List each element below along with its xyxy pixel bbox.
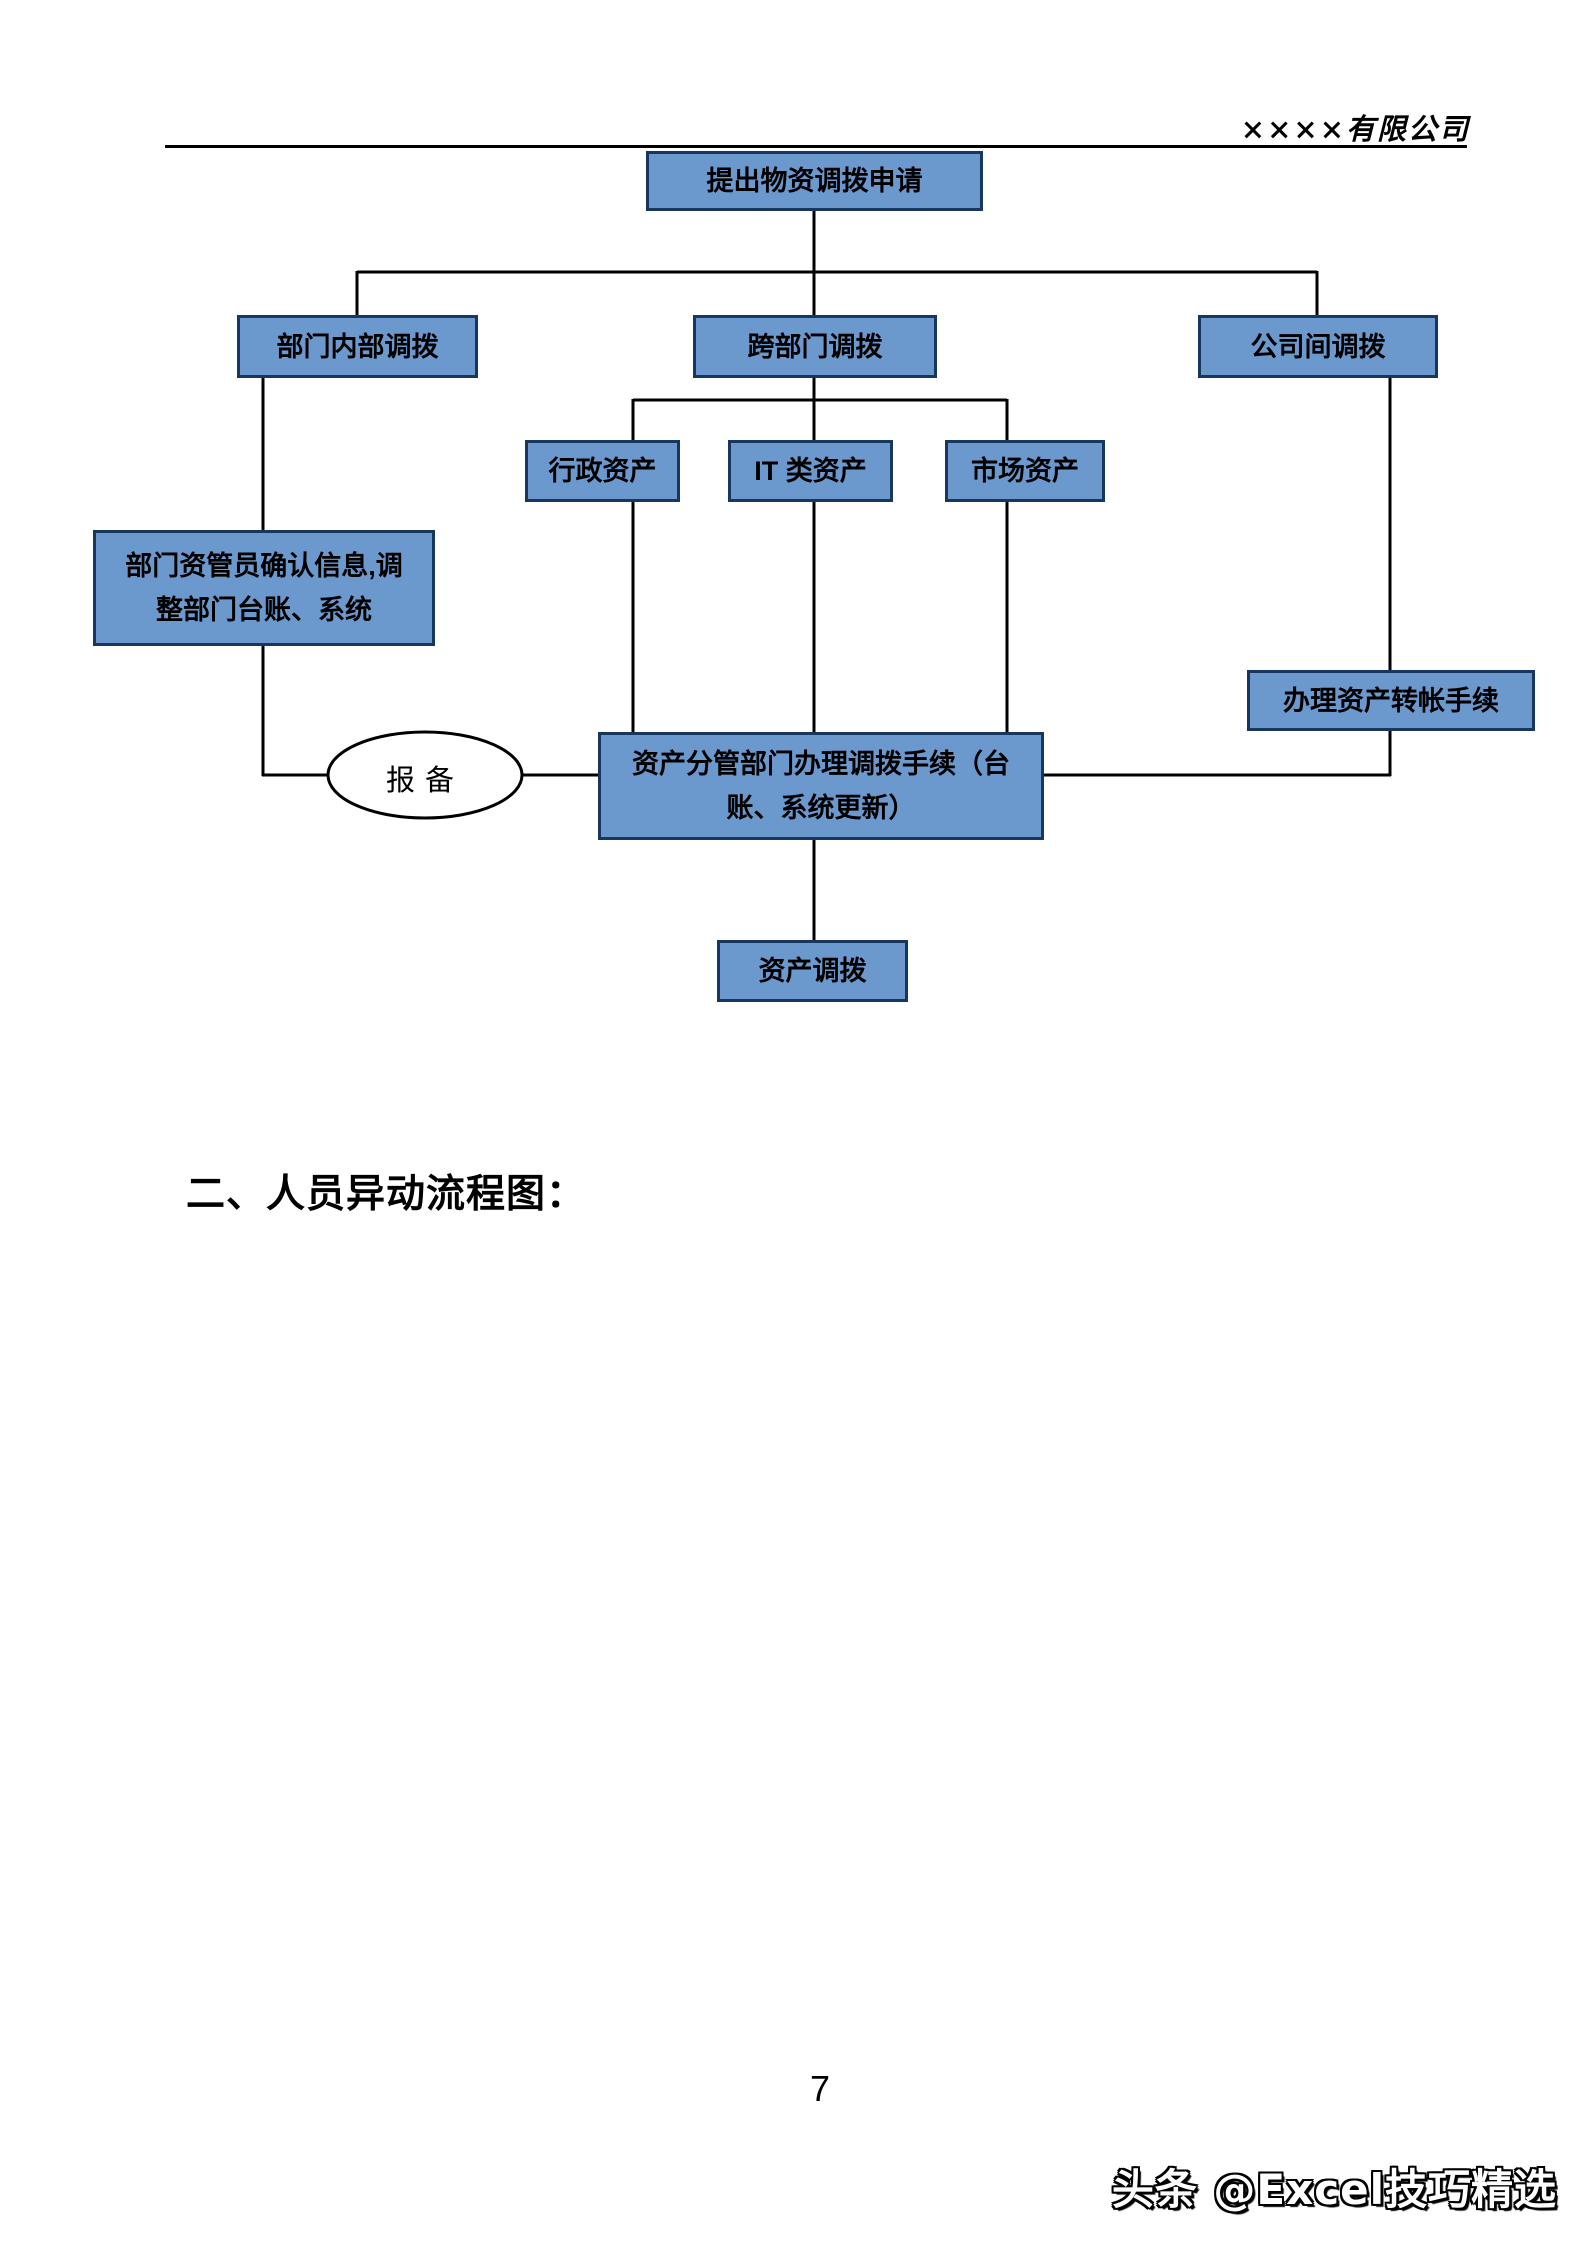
section-heading: 二、人员异动流程图： [186, 1171, 587, 1217]
flow-node-it-asset-label: IT 类资产 [754, 456, 867, 486]
header-rule [165, 145, 1467, 148]
flow-node-internal-transfer-label: 部门内部调拨 [276, 331, 439, 362]
flow-node-transfer-handle: 资产分管部门办理调拨手续（台 账、系统更新） [598, 732, 1044, 840]
flow-node-account-transfer-label: 办理资产转帐手续 [1283, 685, 1499, 716]
flow-node-account-transfer: 办理资产转帐手续 [1247, 670, 1535, 731]
flow-node-admin-asset-label: 行政资产 [548, 456, 657, 486]
flow-node-start: 提出物资调拨申请 [646, 151, 983, 211]
flow-node-dept-manager-confirm-line1: 部门资管员确认信息,调 [125, 551, 403, 581]
flow-node-report: 报备 [385, 763, 464, 797]
page-number: 7 [809, 2068, 831, 2109]
flow-node-it-asset: IT 类资产 [728, 440, 893, 502]
flow-node-admin-asset: 行政资产 [525, 440, 680, 502]
watermark: 头条 @Excel技巧精选 [1111, 2165, 1557, 2214]
flow-node-dept-manager-confirm-line2: 整部门台账、系统 [156, 595, 372, 625]
flow-node-market-asset: 市场资产 [945, 440, 1105, 502]
flow-node-cross-dept-transfer: 跨部门调拨 [693, 315, 937, 378]
flow-node-transfer-handle-line2: 账、系统更新） [726, 793, 916, 823]
flow-node-cross-dept-transfer-label: 跨部门调拨 [747, 331, 883, 362]
flow-node-inter-company-transfer: 公司间调拨 [1198, 315, 1438, 378]
flow-node-start-label: 提出物资调拨申请 [706, 166, 923, 196]
flow-node-transfer-handle-line1: 资产分管部门办理调拨手续（台 [632, 749, 1010, 779]
company-header: ××××有限公司 [1240, 112, 1470, 146]
flow-node-asset-transfer-label: 资产调拨 [758, 956, 867, 986]
flow-node-market-asset-label: 市场资产 [971, 456, 1079, 486]
flow-node-asset-transfer: 资产调拨 [717, 940, 908, 1002]
flow-node-dept-manager-confirm: 部门资管员确认信息,调 整部门台账、系统 [93, 530, 435, 646]
flow-node-internal-transfer: 部门内部调拨 [237, 315, 478, 378]
report-ellipse-shape [326, 730, 524, 820]
flow-node-inter-company-transfer-label: 公司间调拨 [1250, 331, 1386, 362]
